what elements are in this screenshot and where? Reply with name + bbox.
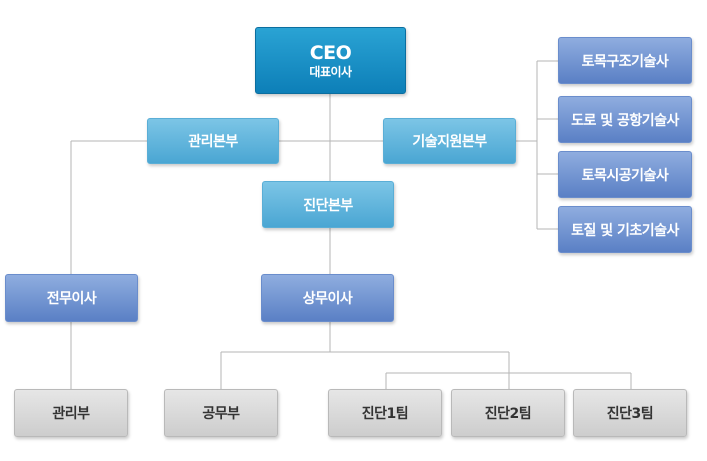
team-box-public-works: 공무부 <box>164 389 278 437</box>
team-box-diag1: 진단1팀 <box>328 389 442 437</box>
team-box-diag3: 진단3팀 <box>573 389 687 437</box>
team-box-diag2: 진단2팀 <box>451 389 565 437</box>
executive-director-box: 전무이사 <box>5 274 138 322</box>
management-hq-box: 관리본부 <box>147 118 279 164</box>
ceo-box: CEO 대표이사 <box>255 27 406 94</box>
ceo-subtitle: 대표이사 <box>309 64 352 79</box>
engineer-box-construction: 토목시공기술사 <box>558 151 692 198</box>
ceo-title: CEO <box>309 41 352 64</box>
engineer-box-road-airport: 도로 및 공항기술사 <box>558 96 692 143</box>
engineer-box-structural: 토목구조기술사 <box>558 37 692 84</box>
team-box-admin: 관리부 <box>14 389 128 437</box>
managing-director-box: 상무이사 <box>261 274 394 322</box>
engineer-box-soil-foundation: 토질 및 기초기술사 <box>558 206 692 253</box>
tech-support-hq-box: 기술지원본부 <box>383 118 516 164</box>
diagnosis-hq-box: 진단본부 <box>262 181 394 228</box>
